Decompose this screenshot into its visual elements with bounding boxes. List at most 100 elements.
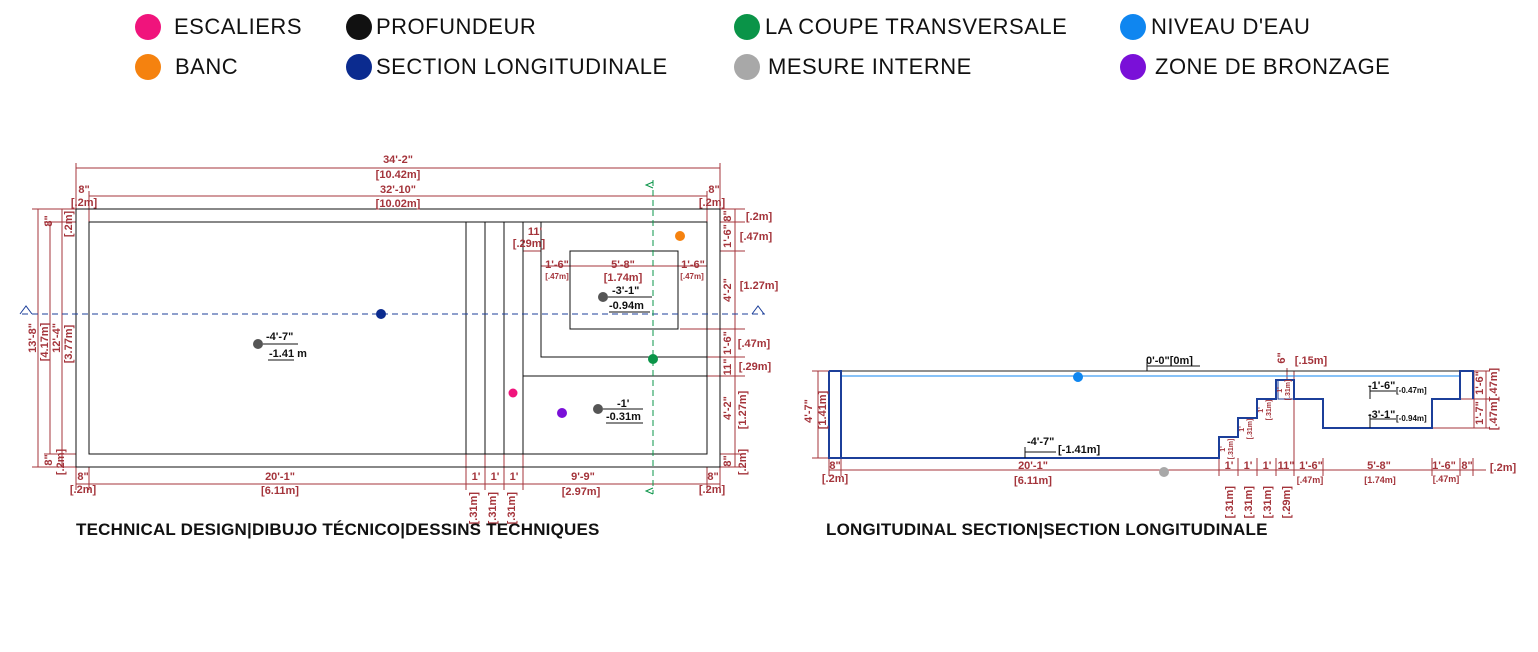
depth-deep: -4'-7"	[266, 331, 293, 343]
dim-left-total-m: [4.17m]	[39, 322, 51, 361]
section-b-16b-m: [.47m]	[1433, 474, 1460, 484]
dim-bench-11: 11'	[528, 226, 543, 238]
dim-bottom-201-m: [6.11m]	[261, 485, 299, 497]
section-depth-floor-m: [-1.41m]	[1058, 444, 1101, 456]
dim-right-8b: 8"	[722, 455, 734, 466]
section-depth-step: -1'-6"	[1368, 380, 1395, 392]
dim-right-8b-m: [.2m]	[737, 449, 749, 476]
section-b-16a-m: [.47m]	[1297, 475, 1324, 485]
dim-bottom-8a: 8"	[77, 471, 88, 483]
bench-marker	[675, 231, 685, 241]
dim-bench-58-m: [1.74m]	[604, 272, 643, 284]
dim-right-8-m: [.2m]	[746, 211, 773, 223]
cross-section-marker	[648, 354, 658, 364]
dim-left-8b-m: [.2m]	[55, 449, 67, 476]
section-depth-bench: -3'-1"	[1368, 409, 1395, 421]
dim-coping-left-m: [.2m]	[71, 197, 98, 209]
legend-item-escaliers: ESCALIERS	[135, 12, 302, 42]
section-right-17: 1'-7"	[1474, 401, 1486, 425]
caption-longitudinal-section: LONGITUDINAL SECTION|SECTION LONGITUDINA…	[826, 520, 1268, 539]
depth-underlines	[268, 311, 650, 424]
dim-left-inner-m: [3.77m]	[63, 324, 75, 363]
section-b-1c: 1'	[1263, 460, 1272, 472]
depth-leaders	[263, 296, 652, 410]
section-b-8a: 8"	[829, 460, 840, 472]
riser-4: 1'	[1277, 387, 1284, 393]
dim-bottom-8b: 8"	[707, 471, 718, 483]
legend-dot-banc	[135, 54, 161, 80]
top-step-outline	[1277, 379, 1295, 400]
dim-bench-16a-m: [.47m]	[545, 272, 569, 281]
riser-3: 1'	[1258, 407, 1265, 413]
plan-view: 34'-2" [10.42m] 32'-10" [10.02m] 8" [.2m…	[19, 154, 779, 525]
dim-bottom-1a-m: [.31m]	[468, 492, 480, 525]
legend-item-coupe-transversale: LA COUPE TRANSVERSALE	[734, 12, 1067, 42]
dim-inner-length-m: [10.02m]	[376, 198, 421, 210]
riser-1-m: [.31m]	[1228, 439, 1235, 460]
dim-bottom-99-m: [2.97m]	[562, 486, 601, 498]
legend-label: LA COUPE TRANSVERSALE	[765, 14, 1068, 39]
legend-dot-niveau-eau	[1120, 14, 1146, 40]
dim-bottom-1c-m: [.31m]	[506, 492, 518, 525]
dim-bench-16b-m: [.47m]	[680, 272, 704, 281]
dim-bottom-1c: 1'	[510, 471, 519, 483]
dim-inner-length: 32'-10"	[380, 184, 416, 196]
dim-bench-58: 5'-8"	[611, 259, 635, 271]
section-b-11-m: [.29m]	[1281, 486, 1293, 519]
section-left-47-m: [1.41m]	[817, 390, 829, 429]
section-b-16a: 1'-6"	[1299, 460, 1323, 472]
dim-right-11-m: [.29m]	[739, 361, 772, 373]
legend-label: MESURE INTERNE	[768, 54, 972, 79]
dim-left-8-m: [.2m]	[63, 211, 75, 238]
legend-dot-mesure-interne	[734, 54, 760, 80]
dim-overall-length-m: [10.42m]	[376, 169, 421, 181]
section-b-201: 20'-1"	[1018, 460, 1048, 472]
dim-bottom-1a: 1'	[472, 471, 481, 483]
dim-bench-11-m: [.29m]	[513, 238, 546, 250]
legend-dot-section-longitudinale	[346, 54, 372, 80]
section-b-16b: 1'-6"	[1432, 460, 1456, 472]
legend-item-banc: BANC	[135, 52, 238, 82]
section-b-1c-m: [.31m]	[1262, 486, 1274, 519]
dim-right-42b-m: [1.27m]	[737, 390, 749, 429]
riser-4-m: [.31m]	[1285, 380, 1292, 401]
dim-right-42a-m: [1.27m]	[740, 280, 779, 292]
section-b-8b-m: [.2m]	[1490, 462, 1517, 474]
dim-right-42b: 4'-2"	[722, 396, 734, 420]
legend-label: ZONE DE BRONZAGE	[1155, 54, 1391, 79]
legend-item-niveau-eau: NIVEAU D'EAU	[1120, 12, 1310, 42]
plan-outlines	[75, 208, 721, 468]
riser-2-m: [.31m]	[1247, 419, 1254, 440]
depth-marker-tanning	[593, 404, 603, 414]
dim-right-11: 11"	[722, 359, 734, 376]
section-depth-floor: -4'-7"	[1027, 436, 1054, 448]
section-b-11: 11"	[1278, 460, 1295, 472]
dim-coping-left: 8"	[78, 184, 89, 196]
dim-bench-16b: 1'-6"	[681, 259, 705, 271]
dim-bench-16a: 1'-6"	[545, 259, 569, 271]
section-b-58-m: [1.74m]	[1364, 475, 1396, 485]
dim-coping-right-m: [.2m]	[699, 197, 726, 209]
depth-deep-m: -1.41 m	[269, 348, 307, 360]
caption-technical-design: TECHNICAL DESIGN|DIBUJO TÉCNICO|DESSINS …	[76, 520, 600, 539]
depth-bench-m: -0.94m	[609, 300, 644, 312]
depth-bench: -3'-1"	[612, 285, 639, 297]
section-arrow-right-icon	[751, 305, 765, 315]
section-b-201-m: [6.11m]	[1014, 475, 1052, 487]
dim-left-inner: 12'-4"	[51, 323, 63, 353]
section-right-16: 1'-6"	[1474, 371, 1486, 395]
section-arrow-bottom-icon	[644, 487, 654, 495]
longitudinal-section-view: 0'-0"[0m] -4'-7" [-1.41m] -1'-6" [-0.47m…	[803, 352, 1516, 518]
section-b-8a-m: [.2m]	[822, 473, 849, 485]
legend-label: BANC	[175, 54, 239, 79]
section-right-16-m: [.47m]	[1488, 367, 1500, 400]
stairs-marker	[508, 388, 518, 398]
section-arrow-left-icon	[19, 305, 33, 315]
section-profile	[828, 370, 1474, 459]
legend-dot-coupe-transversale	[734, 14, 760, 40]
dim-right-8: 8"	[722, 210, 734, 221]
dim-left-8b: 8"	[43, 454, 55, 465]
legend-item-section-longitudinale: SECTION LONGITUDINALE	[346, 52, 668, 82]
legend-item-zone-bronzage: ZONE DE BRONZAGE	[1120, 52, 1390, 82]
